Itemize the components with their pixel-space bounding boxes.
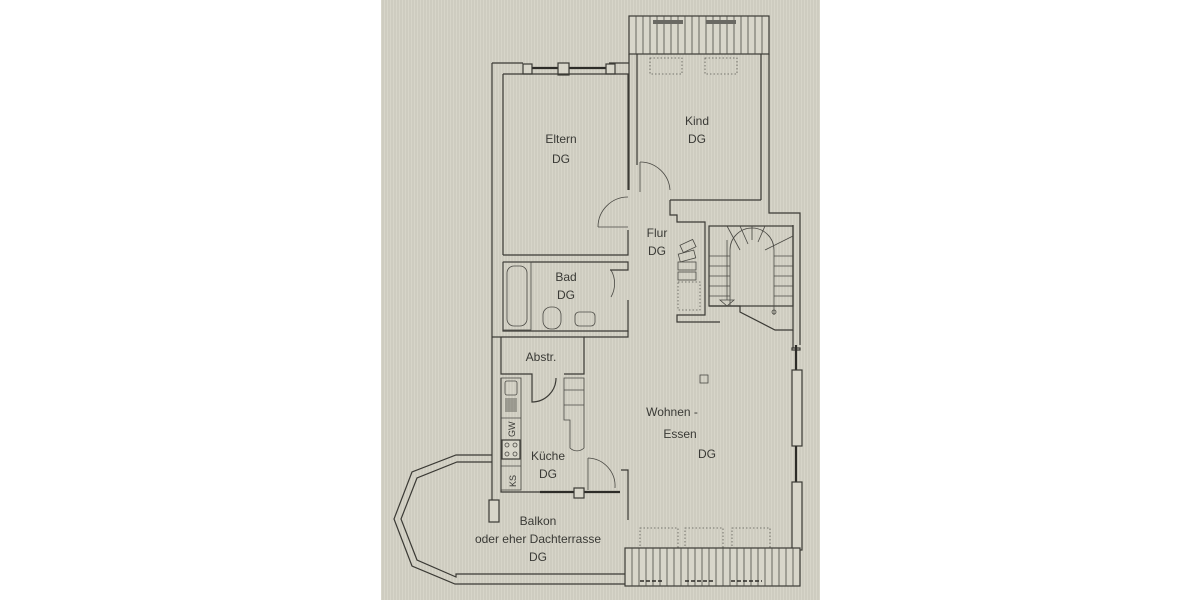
fridge-label: KS (508, 475, 518, 487)
room-label-kind: Kind (685, 114, 709, 128)
room-eltern: Eltern DG (491, 62, 629, 522)
room-level-flur: DG (648, 244, 666, 258)
room-level-wohnen: DG (698, 447, 716, 461)
toilet-icon (542, 306, 562, 330)
column-icon (699, 374, 709, 384)
room-label-abstr: Abstr. (526, 350, 557, 364)
room-level-eltern: DG (552, 152, 570, 166)
room-kueche: GW KS Küche DG (488, 336, 629, 523)
room-abstr: Abstr. (500, 336, 585, 452)
bottom-railing (624, 547, 801, 587)
room-label-kueche: Küche (531, 449, 565, 463)
room-label-bad: Bad (555, 270, 576, 284)
room-label-eltern: Eltern (545, 132, 576, 146)
fireplace-icon (677, 238, 697, 281)
room-level-kueche: DG (539, 467, 557, 481)
floor-plan-photo (381, 0, 820, 600)
staircase (708, 225, 794, 331)
room-level-kind: DG (688, 132, 706, 146)
room-label-balkon: Balkon (520, 514, 557, 528)
room-kind: Kind DG (628, 54, 801, 345)
room-balkon: Balkon oder eher Dachterrasse DG (393, 454, 625, 585)
top-railing (628, 15, 770, 55)
room-label-essen: Essen (663, 427, 696, 441)
bathtub-icon (506, 265, 528, 327)
stove-icon (501, 439, 521, 460)
room-label-wohnen: Wohnen - (646, 405, 698, 419)
room-level-bad: DG (557, 288, 575, 302)
sink-icon (574, 311, 596, 327)
room-bad: Bad DG (502, 261, 629, 332)
kitchen-sink-icon (504, 380, 518, 396)
room-label-balkon-sub: oder eher Dachterrasse (475, 532, 601, 546)
room-label-flur: Flur (647, 226, 668, 240)
room-flur: Flur DG (597, 196, 720, 323)
room-wohnen-essen: Wohnen - Essen DG (584, 330, 803, 551)
dishwasher-label: GW (507, 421, 517, 437)
room-level-balkon: DG (529, 550, 547, 564)
